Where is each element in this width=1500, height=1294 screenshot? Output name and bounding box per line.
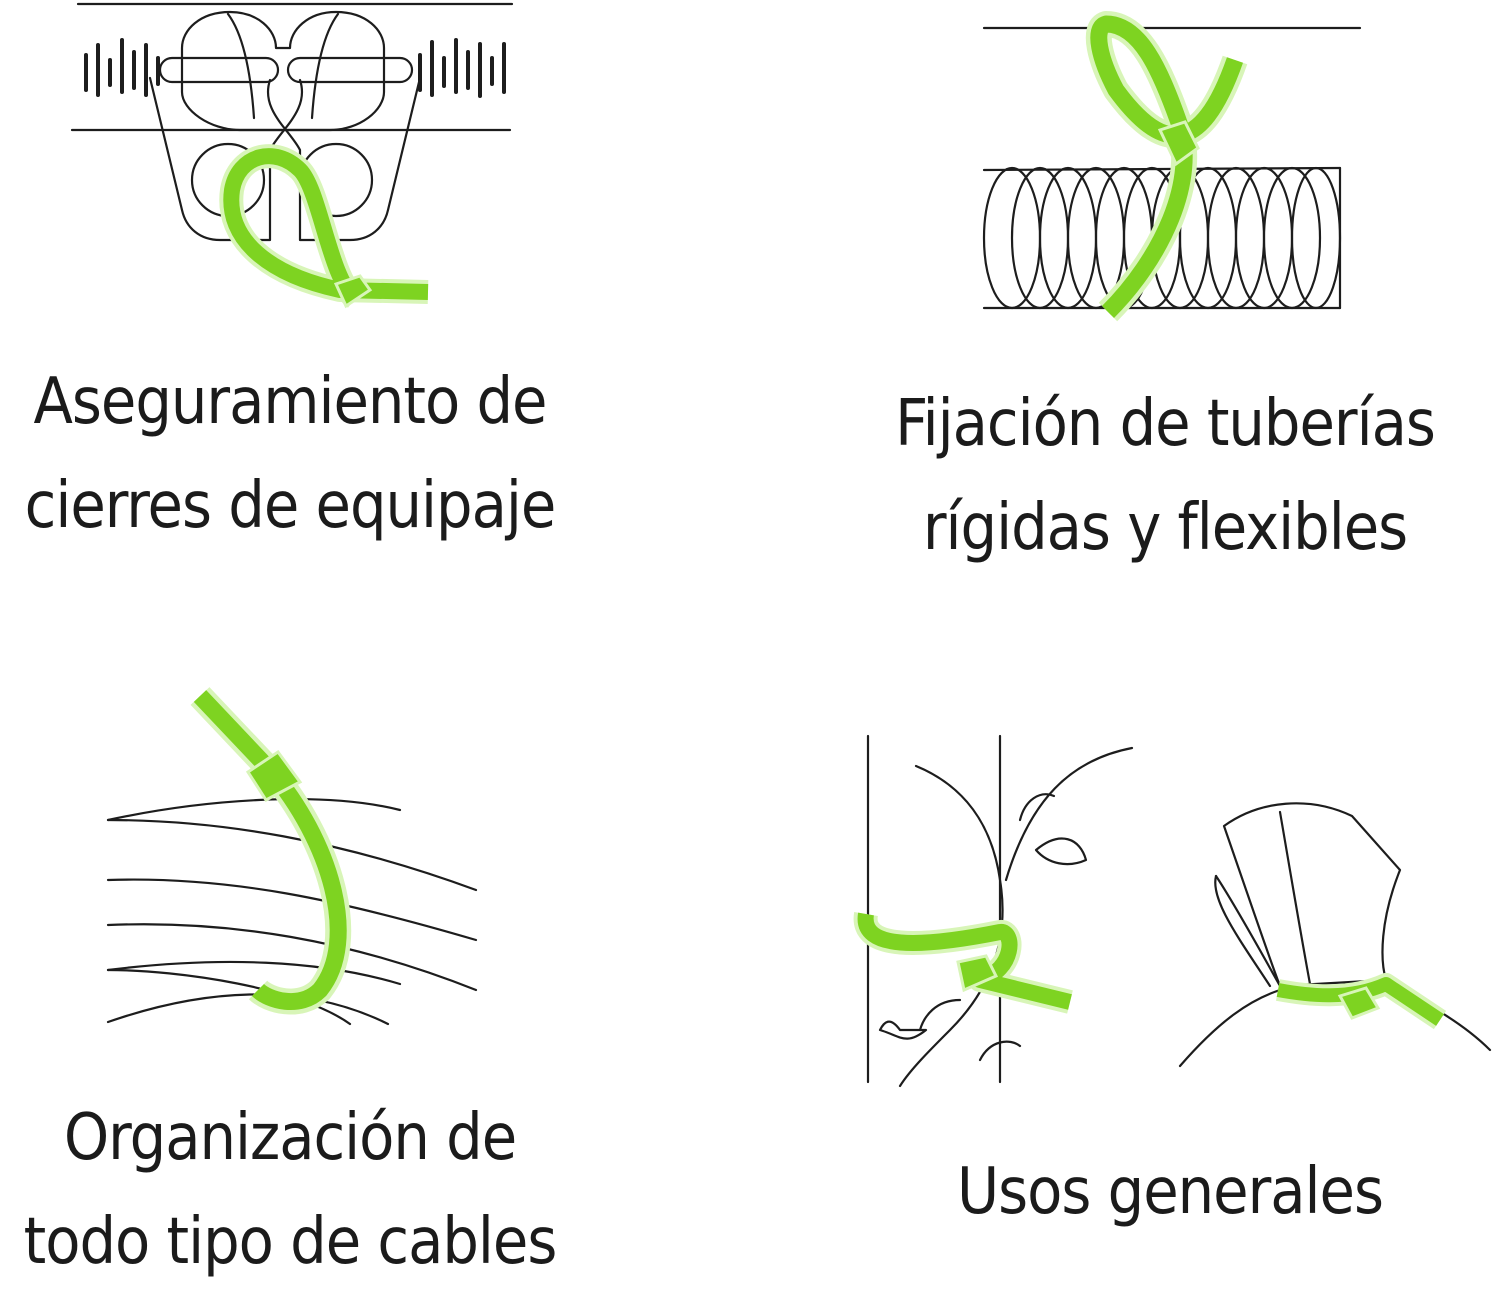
panel-cables: Organización de todo tipo de cables [0,640,600,1280]
panel-pipes: Fijación de tuberías rígidas y flexibles [860,0,1500,600]
plant-and-bag-tie-icon [853,734,1492,1088]
panel-general: Usos generales [840,700,1500,1280]
luggage-zipper-tie-icon [70,2,514,309]
flexible-pipe-tie-icon [982,11,1362,322]
caption-luggage: Aseguramiento de cierres de equipaje [24,365,557,543]
caption-cables: Organización de todo tipo de cables [23,1101,558,1279]
caption-pipes: Fijación de tuberías rígidas y flexibles [895,387,1436,565]
caption-general: Usos generales [957,1155,1384,1229]
cable-bundle-tie-icon [106,687,478,1026]
panel-luggage: Aseguramiento de cierres de equipaje [0,0,600,600]
